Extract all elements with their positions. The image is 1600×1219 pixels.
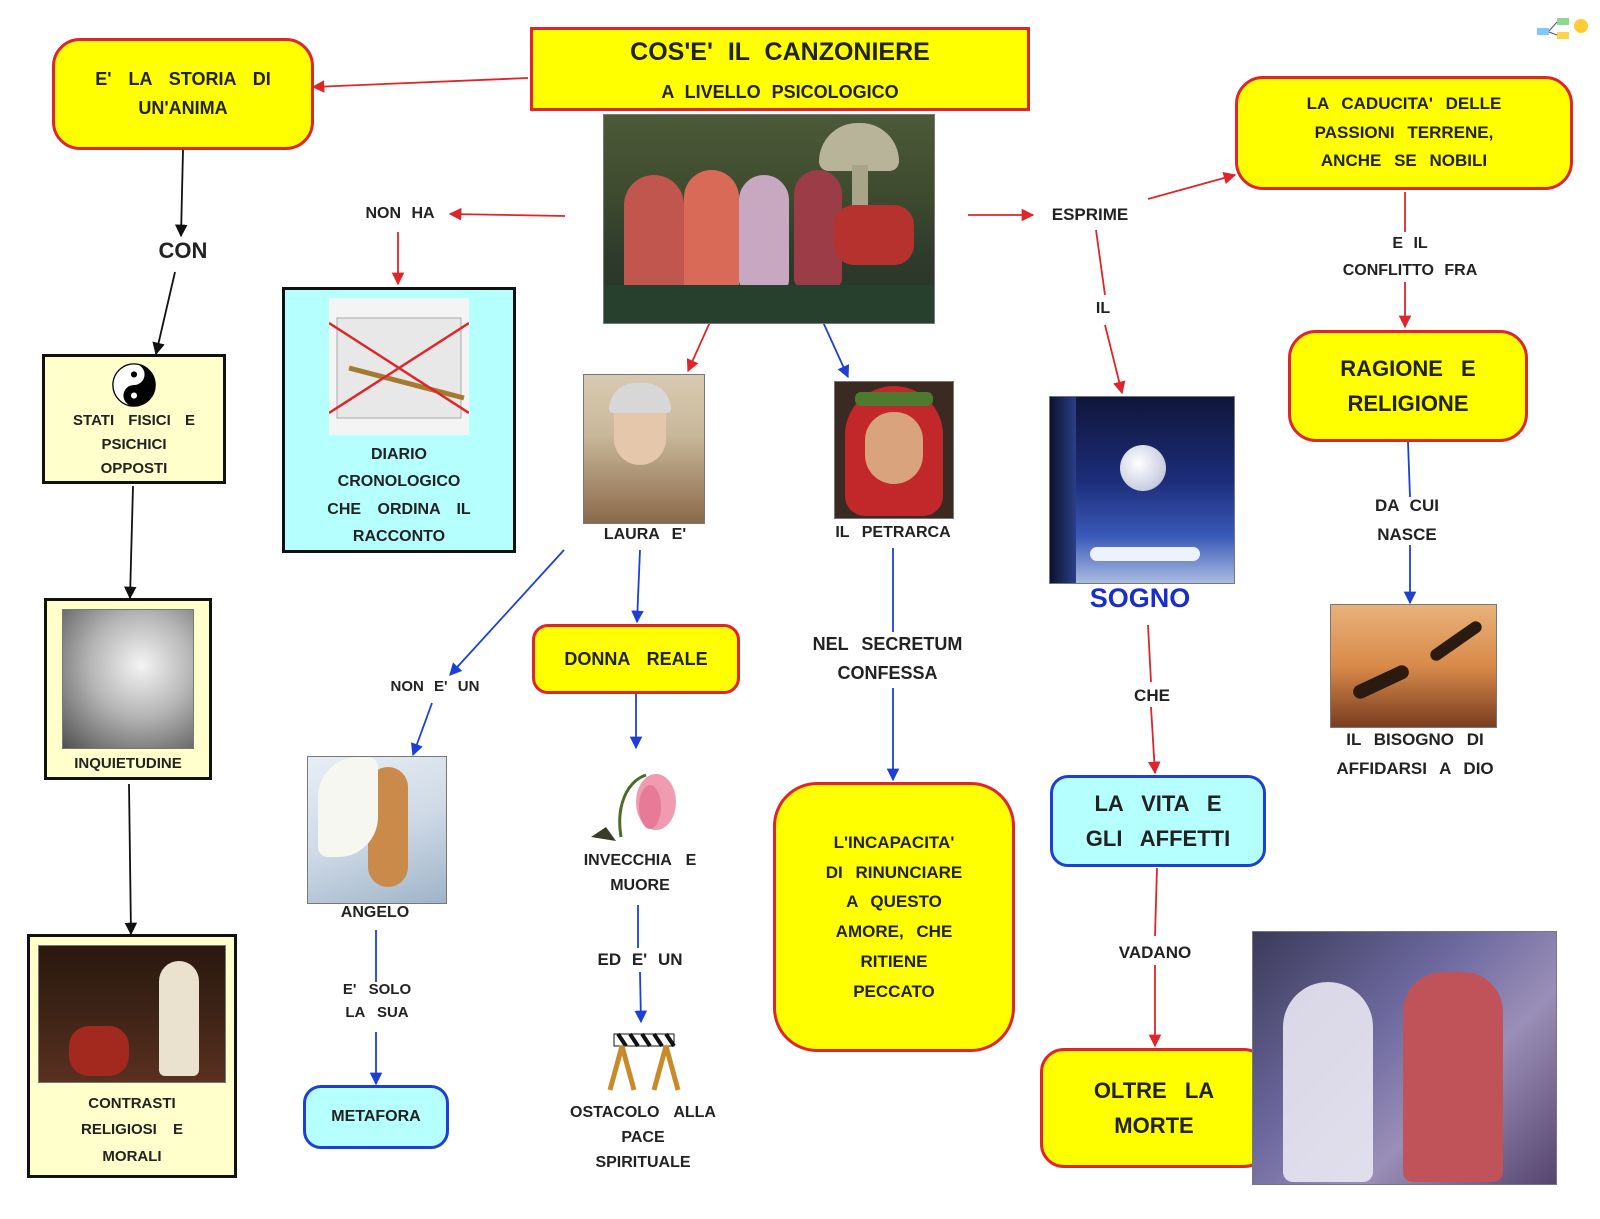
edge-esprime-il (1095, 229, 1106, 296)
stati-text: STATI FISICI E PSICHICI OPPOSTI (73, 412, 195, 477)
edge-il-sogno (1104, 324, 1126, 395)
yin-yang-icon (112, 363, 156, 407)
angelo-label: ANGELO (340, 904, 410, 921)
edge-title-storia (311, 77, 529, 93)
laura-e-label: LAURA E' (603, 526, 687, 543)
edge-img-petrarca (822, 321, 850, 379)
title-line-2: A LIVELLO PSICOLOGICO (661, 81, 899, 102)
edge-esprime-caducita (1147, 171, 1237, 200)
caducita-box: LA CADUCITA' DELLE PASSIONI TERRENE, ANC… (1235, 76, 1573, 190)
christ-painting (38, 945, 226, 1083)
petrarca-portrait (834, 381, 954, 519)
mouth-photo (62, 609, 194, 749)
caducita-text: LA CADUCITA' DELLE PASSIONI TERRENE, ANC… (1306, 93, 1502, 171)
inquietudine-box: INQUIETUDINE (44, 598, 212, 780)
title-box: COS'E' IL CANZONIERE A LIVELLO PSICOLOGI… (530, 27, 1030, 111)
sogno-image (1049, 396, 1235, 584)
metafora-box: METAFORA (303, 1085, 449, 1149)
vita-affetti-text: LA VITA E GLI AFFETTI (1085, 790, 1231, 851)
edge-vita-vadano (1154, 867, 1158, 937)
edge-nonun-angelo (410, 702, 433, 757)
oltre-morte-box: OLTRE LA MORTE (1040, 1048, 1268, 1168)
il-label: IL (1095, 300, 1111, 317)
non-ha-label: NON HA (365, 205, 435, 222)
con-label: CON (158, 238, 208, 263)
incapacita-box: L'INCAPACITA' DI RINUNCIARE A QUESTO AMO… (773, 782, 1015, 1052)
vadano-label: VADANO (1118, 943, 1192, 962)
edge-laura-nonun (449, 549, 565, 676)
contrasti-box: CONTRASTI RELIGIOSI E MORALI (27, 934, 237, 1178)
edge-img-nonha (448, 207, 566, 221)
angel-painting (307, 756, 447, 904)
storia-anima-box: E' LA STORIA DI UN'ANIMA (52, 38, 314, 150)
incapacita-text: L'INCAPACITA' DI RINUNCIARE A QUESTO AMO… (825, 832, 963, 1001)
oltre-morte-text: OLTRE LA MORTE (1093, 1077, 1215, 1138)
edge-con-stati (152, 271, 176, 356)
nel-secretum-label: NEL SECRETUM CONFESSA (812, 634, 963, 683)
edge-storia-con (174, 149, 188, 238)
title-line-1: COS'E' IL CANZONIERE (630, 37, 930, 66)
edge-che-vita (1148, 706, 1161, 775)
e-il-conflitto-label: E IL CONFLITTO FRA (1342, 235, 1478, 280)
edge-inquietudine-contrasti (124, 783, 138, 936)
central-painting (603, 114, 935, 324)
che-label: CHE (1134, 686, 1170, 705)
il-petrarca-label: IL PETRARCA (835, 524, 951, 541)
ostacolo-label: OSTACOLO ALLA PACE SPIRITUALE (570, 1104, 716, 1171)
edge-ragione-dacui (1407, 441, 1411, 498)
esprime-label: ESPRIME (1051, 205, 1129, 224)
edge-laura-donna (631, 549, 644, 624)
invecchia-label: INVECCHIA E MUORE (583, 852, 697, 894)
mindmap-logo-icon (1535, 14, 1591, 42)
wilting-rose-image (586, 757, 686, 843)
edge-img-laura (686, 321, 711, 373)
oltre-morte-painting (1252, 931, 1557, 1185)
laura-portrait (583, 374, 705, 524)
e-solo-la-sua-label: E' SOLO LA SUA (342, 981, 412, 1022)
diario-text: DIARIO CRONOLOGICO CHE ORDINA IL RACCONT… (327, 446, 471, 545)
contrasti-text: CONTRASTI RELIGIOSI E MORALI (80, 1095, 183, 1165)
non-e-un-label: NON E' UN (390, 678, 480, 695)
edge-stati-inquietudine (124, 485, 137, 600)
bisogno-label: IL BISOGNO DI AFFIDARSI A DIO (1336, 730, 1494, 778)
edge-edun-ostacolo (634, 971, 648, 1024)
vita-affetti-box: LA VITA E GLI AFFETTI (1050, 775, 1266, 867)
storia-anima-text: E' LA STORIA DI UN'ANIMA (95, 69, 271, 118)
diario-box: DIARIO CRONOLOGICO CHE ORDINA IL RACCONT… (282, 287, 516, 553)
da-cui-nasce-label: DA CUI NASCE (1375, 496, 1439, 544)
diary-crossed-image (329, 298, 469, 436)
inquietudine-text: INQUIETUDINE (74, 755, 182, 772)
barrier-icon (600, 1024, 688, 1096)
stati-box: STATI FISICI E PSICHICI OPPOSTI (42, 354, 226, 484)
ed-e-un-label: ED E' UN (597, 950, 683, 969)
sogno-label: SOGNO (1089, 583, 1191, 613)
donna-reale-text: DONNA REALE (564, 648, 708, 669)
edge-sogno-che (1147, 624, 1152, 683)
donna-reale-box: DONNA REALE (532, 624, 740, 694)
ragione-religione-text: RAGIONE E RELIGIONE (1340, 355, 1476, 416)
metafora-text: METAFORA (331, 1108, 421, 1125)
hands-sunset-image (1330, 604, 1497, 728)
ragione-religione-box: RAGIONE E RELIGIONE (1288, 330, 1528, 442)
